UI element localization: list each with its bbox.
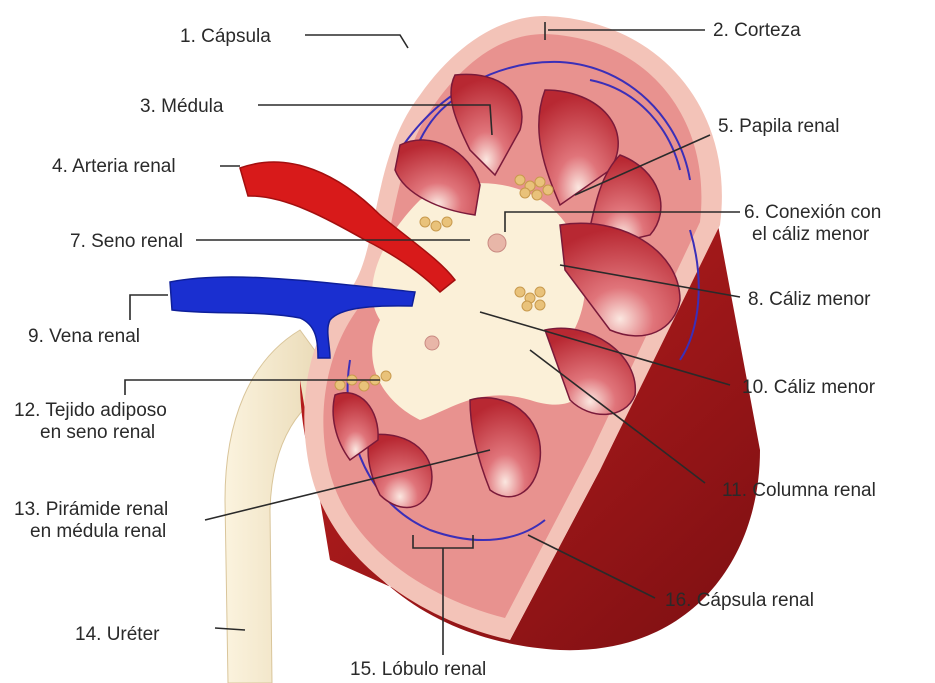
label-medulla: 3. Médula	[140, 96, 224, 117]
label-minor-calyx-8: 8. Cáliz menor	[748, 289, 871, 310]
label-ureter: 14. Uréter	[75, 624, 160, 645]
label-pyramid-2: en médula renal	[30, 521, 166, 542]
label-renal-papilla: 5. Papila renal	[718, 116, 839, 137]
label-adipose-1: 12. Tejido adiposo	[14, 400, 167, 421]
label-renal-capsule-16: 16. Cápsula renal	[665, 590, 814, 611]
label-renal-lobe: 15. Lóbulo renal	[350, 659, 486, 680]
label-calyx-connection-1: 6. Conexión con	[744, 202, 881, 223]
calyx-connection	[488, 234, 506, 252]
label-renal-column: 11. Columna renal	[722, 480, 876, 501]
label-pyramid-1: 13. Pirámide renal	[14, 499, 168, 520]
label-renal-vein: 9. Vena renal	[28, 326, 140, 347]
label-cortex: 2. Corteza	[713, 20, 801, 41]
label-renal-sinus: 7. Seno renal	[70, 231, 183, 252]
label-capsule: 1. Cápsula	[180, 26, 271, 47]
label-renal-artery: 4. Arteria renal	[52, 156, 176, 177]
label-minor-calyx-10: 10. Cáliz menor	[742, 377, 876, 398]
label-calyx-connection-2: el cáliz menor	[752, 224, 870, 245]
calyx-connection	[425, 336, 439, 350]
label-adipose-2: en seno renal	[40, 422, 155, 443]
